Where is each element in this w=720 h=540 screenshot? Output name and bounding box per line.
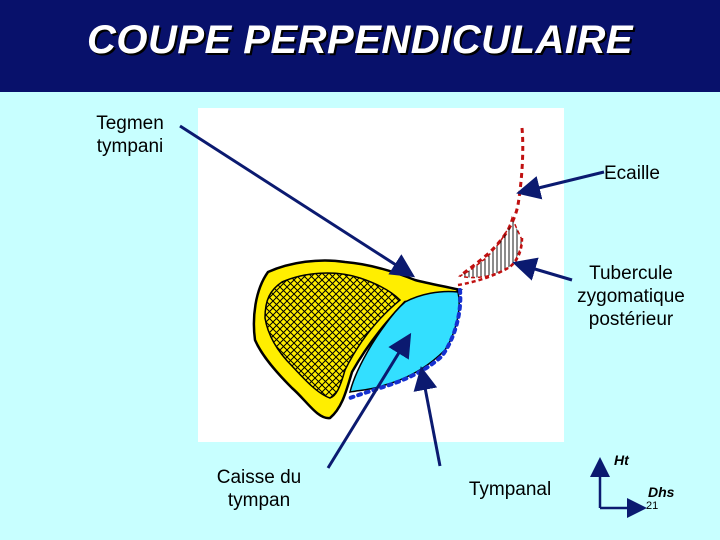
- tympanal-dotted-outline: [348, 288, 463, 400]
- axis-label-dhs: Dhs: [648, 484, 675, 500]
- crosshatched-bone: [264, 272, 402, 399]
- orientation-axes: [590, 457, 647, 518]
- label-tegmen-tympani: Tegmen tympani: [96, 113, 164, 157]
- ecaille-squama: [457, 127, 525, 287]
- arrow-tympanal: [413, 366, 442, 467]
- arrow-caisse: [326, 332, 412, 469]
- axis-label-ht: Ht: [614, 452, 629, 468]
- label-tubercule-zygomatique: Tubercule zygomatique postérieur: [577, 263, 685, 330]
- label-caisse-du-tympan: Caisse du tympan: [216, 467, 302, 511]
- arrow-ecaille: [516, 170, 605, 200]
- page-title: COUPE PERPENDICULAIRE: [86, 18, 634, 62]
- arrow-tubercule: [512, 257, 573, 282]
- page-number: 21: [646, 500, 659, 512]
- arrow-tegmen: [179, 124, 416, 278]
- label-ecaille: Ecaille: [604, 163, 660, 184]
- label-tympanal: Tympanal: [468, 479, 552, 500]
- title-bar: COUPE PERPENDICULAIRE: [0, 0, 720, 92]
